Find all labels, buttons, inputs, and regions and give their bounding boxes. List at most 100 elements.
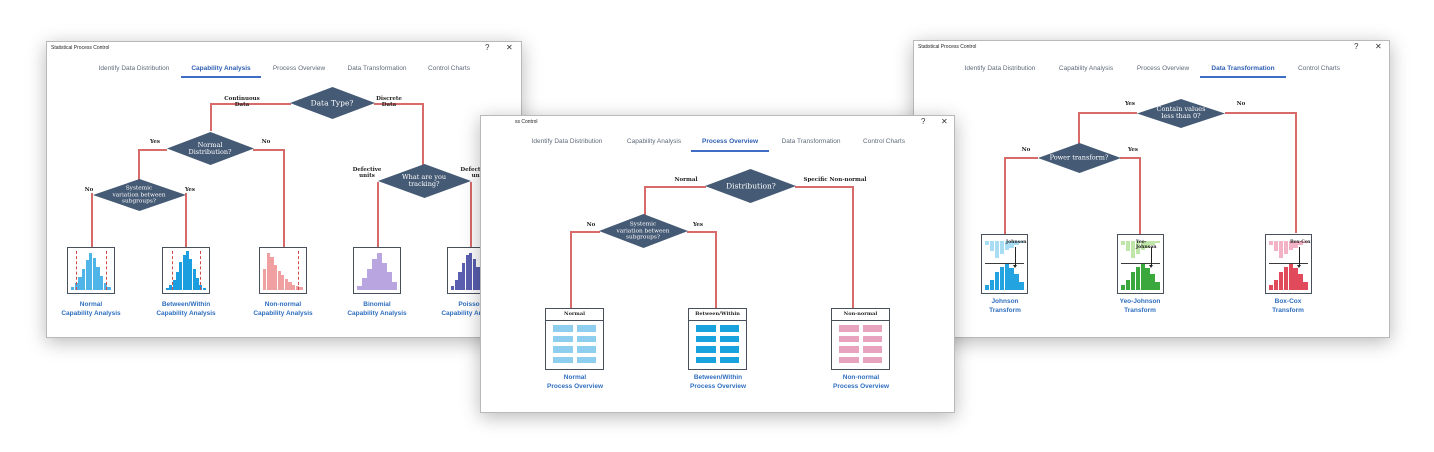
connector	[795, 186, 853, 188]
histogram-bar	[1269, 284, 1274, 290]
histogram-bar	[985, 284, 990, 290]
tab-process-overview[interactable]: Process Overview	[701, 138, 759, 145]
yeo-johnson-chart[interactable]: Yeo-Johnson	[1117, 234, 1164, 294]
grid-cell	[695, 355, 717, 364]
tab-capability-analysis[interactable]: Capability Analysis	[191, 65, 251, 72]
histogram-bar	[999, 266, 1005, 290]
histogram-bar	[989, 279, 995, 290]
chart-plot	[985, 238, 1024, 290]
active-tab-indicator	[1200, 76, 1286, 78]
window-process-overview: ss Control ? ✕ Identify Data Distributio…	[480, 115, 955, 413]
binomial-histogram[interactable]	[353, 247, 401, 294]
between-within-histogram[interactable]	[162, 247, 210, 294]
histogram-bar	[357, 286, 362, 290]
close-icon[interactable]: ✕	[506, 43, 513, 52]
label-normal: Normal	[674, 177, 698, 183]
histogram-bar	[367, 268, 372, 290]
histogram-bar	[103, 282, 107, 290]
grid-cell	[718, 355, 740, 364]
tab-control-charts[interactable]: Control Charts	[863, 138, 905, 145]
johnson-chart[interactable]: Johnson	[981, 234, 1028, 294]
help-icon[interactable]: ?	[485, 43, 490, 52]
histogram-bar	[1014, 274, 1019, 290]
connector	[283, 149, 285, 248]
decision-distribution-text: Distribution?	[726, 181, 776, 191]
chart-plot	[1121, 238, 1160, 290]
histogram-bar	[1278, 240, 1284, 259]
help-icon[interactable]: ?	[921, 117, 926, 126]
histogram-bar	[382, 262, 387, 290]
histogram-bar	[89, 252, 93, 290]
histogram-bar	[1019, 282, 1024, 290]
non-normal-overview-table[interactable]: Non-normal	[831, 308, 890, 370]
histogram-bar	[81, 268, 86, 290]
connector	[374, 103, 423, 105]
normal-histogram[interactable]	[67, 247, 115, 294]
tab-identify-data-distribution[interactable]: Identify Data Distribution	[964, 65, 1036, 72]
histogram-bar	[1150, 274, 1155, 290]
histogram-bar	[362, 278, 367, 290]
label-no: No	[261, 139, 271, 145]
tab-data-transformation[interactable]: Data Transformation	[781, 138, 841, 145]
active-tab-indicator	[181, 76, 261, 78]
tab-data-transformation[interactable]: Data Transformation	[347, 65, 407, 72]
tab-process-overview[interactable]: Process Overview	[1136, 65, 1190, 72]
histogram-bar	[284, 279, 289, 290]
grid-cell	[552, 324, 574, 333]
box-cox-chart[interactable]: Box-Cox	[1265, 234, 1312, 294]
between-within-overview-table[interactable]: Between/Within	[688, 308, 747, 370]
histogram-bar	[107, 286, 111, 290]
title-bar: Statistical Process Control ? ✕	[914, 41, 1389, 55]
histogram-bar	[1273, 240, 1279, 252]
table-header: Non-normal	[832, 309, 889, 321]
normal-overview-table[interactable]: Normal	[545, 308, 604, 370]
histogram-bar	[1121, 240, 1126, 245]
grid-cell	[861, 334, 883, 343]
tab-control-charts[interactable]: Control Charts	[1298, 65, 1340, 72]
tab-identify-data-distribution[interactable]: Identify Data Distribution	[531, 138, 603, 145]
tab-identify-data-distribution[interactable]: Identify Data Distribution	[98, 65, 170, 72]
tab-control-charts[interactable]: Control Charts	[428, 65, 470, 72]
histogram-bar	[1288, 264, 1293, 290]
tab-capability-analysis[interactable]: Capability Analysis	[626, 138, 682, 145]
connector	[422, 103, 424, 168]
histogram-bar	[989, 240, 995, 252]
label-no: No	[586, 222, 596, 228]
grid-cell	[695, 324, 717, 333]
grid-cell	[552, 355, 574, 364]
help-icon[interactable]: ?	[1354, 42, 1359, 51]
grid-cell	[575, 334, 597, 343]
histogram-bar	[71, 286, 75, 290]
close-icon[interactable]: ✕	[941, 117, 948, 126]
grid-cell	[552, 334, 574, 343]
histogram-bar	[299, 287, 303, 290]
histogram-bar	[1125, 240, 1131, 252]
tab-process-overview[interactable]: Process Overview	[272, 65, 326, 72]
histogram-bar	[172, 280, 176, 290]
non-normal-histogram[interactable]	[259, 247, 307, 294]
tab-data-transformation[interactable]: Data Transformation	[1211, 65, 1275, 72]
connector	[185, 193, 187, 248]
tab-capability-analysis[interactable]: Capability Analysis	[1058, 65, 1114, 72]
histogram-bar	[288, 282, 292, 290]
label-yes: Yes	[1124, 101, 1136, 107]
histogram-bar	[186, 251, 189, 290]
close-icon[interactable]: ✕	[1375, 42, 1382, 51]
histogram-bar	[392, 282, 397, 290]
histogram-bar	[179, 261, 183, 290]
histogram-bar	[295, 286, 299, 290]
